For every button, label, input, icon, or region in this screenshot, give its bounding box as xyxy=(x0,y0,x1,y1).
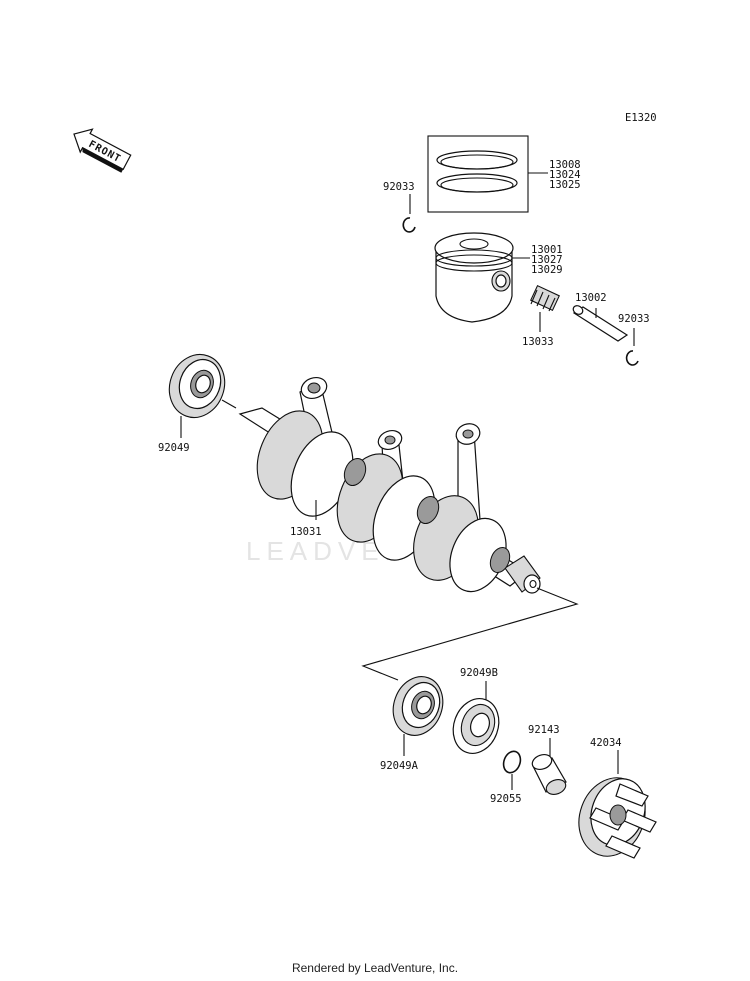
oil-seal-left[interactable] xyxy=(161,347,234,426)
callout-ring-set-2: 13024 xyxy=(549,169,581,181)
piston[interactable] xyxy=(434,232,514,323)
callout-piston-pin: 13002 xyxy=(575,292,607,304)
front-arrow-icon: FRONT xyxy=(73,128,132,173)
callout-piston-1: 13001 xyxy=(531,244,563,256)
callout-ring-set-3: 13025 xyxy=(549,179,581,191)
callout-ring-set-1: 13008 xyxy=(549,159,581,171)
circlip-right[interactable] xyxy=(625,350,639,366)
piston-pin-bearing[interactable] xyxy=(530,284,560,312)
footer-credit: Rendered by LeadVenture, Inc. xyxy=(291,961,459,975)
callout-oil-seal-left: 92049 xyxy=(158,442,190,454)
crankshaft[interactable] xyxy=(238,374,541,600)
callout-oil-seal-b: 92049B xyxy=(460,667,498,679)
diagram-code: E1320 xyxy=(625,112,657,124)
callout-coupling: 42034 xyxy=(590,737,622,749)
coupling[interactable] xyxy=(568,768,657,865)
callout-circlip-left: 92033 xyxy=(383,181,415,193)
callout-o-ring: 92055 xyxy=(490,793,522,805)
oil-seal-a[interactable] xyxy=(385,670,451,743)
callout-collar: 92143 xyxy=(528,724,560,736)
piston-pin[interactable] xyxy=(572,304,629,342)
collar[interactable] xyxy=(530,752,568,797)
callout-pin-bearing: 13033 xyxy=(522,336,554,348)
oil-seal-b[interactable] xyxy=(446,692,506,760)
callout-circlip-right: 92033 xyxy=(618,313,650,325)
callout-piston-3: 13029 xyxy=(531,264,563,276)
callout-oil-seal-a: 92049A xyxy=(380,760,419,772)
piston-ring-set[interactable] xyxy=(427,135,529,213)
callout-crankshaft: 13031 xyxy=(290,526,322,538)
callout-piston-2: 13027 xyxy=(531,254,563,266)
circlip-left[interactable] xyxy=(402,217,416,233)
o-ring[interactable] xyxy=(501,749,524,775)
